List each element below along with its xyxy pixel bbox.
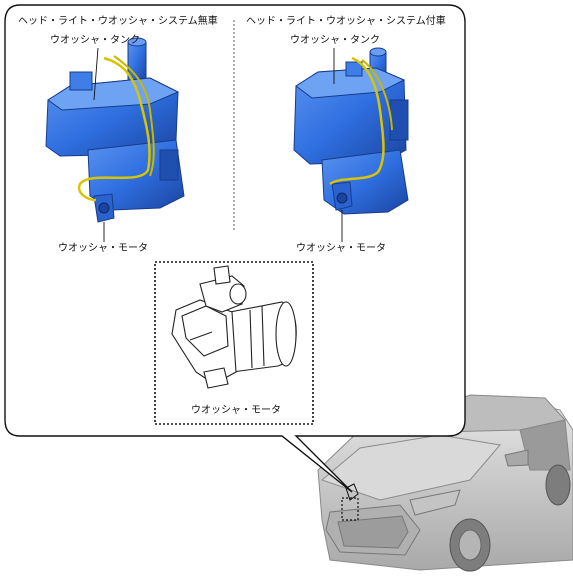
motor-label-detail: ウオッシャ・モータ	[191, 405, 281, 416]
heading-with-hlw: ヘッド・ライト・ウオッシャ・システム付車	[246, 16, 446, 27]
motor-label-left: ウオッシャ・モータ	[58, 243, 148, 254]
heading-without-hlw: ヘッド・ライト・ウオッシャ・システム無車	[18, 16, 218, 27]
motor-label-right: ウオッシャ・モータ	[296, 243, 386, 254]
tank-label-left: ウオッシャ・タンク	[50, 35, 140, 46]
washer-motor-detail	[171, 265, 297, 389]
motor-location-marker	[341, 497, 359, 521]
washer-tank-left	[45, 37, 185, 223]
vehicle-illustration	[317, 394, 573, 572]
washer-tank-right	[293, 47, 409, 215]
tank-label-right: ウオッシャ・タンク	[290, 35, 380, 46]
leader-lines	[93, 47, 343, 242]
